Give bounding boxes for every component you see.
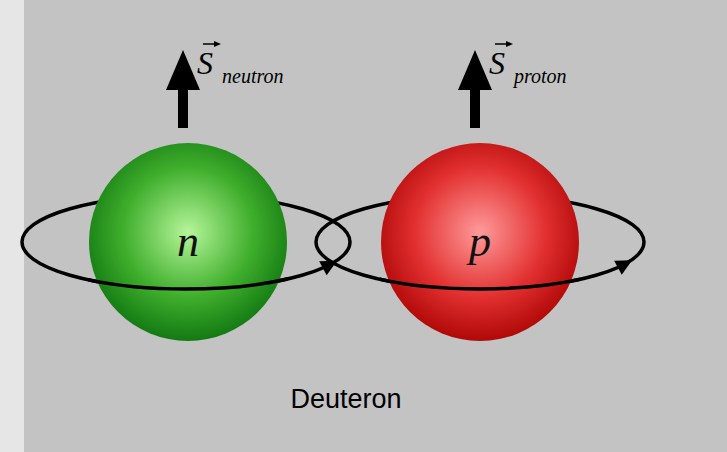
label-holder: proton: [514, 66, 567, 87]
particle-letter: p: [469, 220, 491, 264]
node-text-holder: p: [380, 142, 580, 342]
caption-text: Deuteron: [290, 384, 401, 414]
spin-arrow: [166, 50, 200, 128]
particle-letter: n: [177, 220, 199, 264]
spin-symbol: S: [197, 45, 213, 81]
label-holder: S: [489, 47, 505, 79]
spin-arrow: [458, 50, 492, 128]
spin-subscript: neutron: [222, 65, 283, 87]
label-holder: S: [197, 47, 213, 79]
label-holder: neutron: [222, 66, 283, 87]
particle-sphere: n: [88, 142, 288, 342]
particle-sphere: p: [380, 142, 580, 342]
background-panel: [24, 0, 727, 452]
spin-symbol: S: [489, 45, 505, 81]
node-text-holder: n: [88, 142, 288, 342]
label-holder: Deuteron: [290, 386, 401, 413]
spin-subscript: proton: [514, 65, 567, 87]
orbit-arrowhead: [614, 260, 632, 275]
